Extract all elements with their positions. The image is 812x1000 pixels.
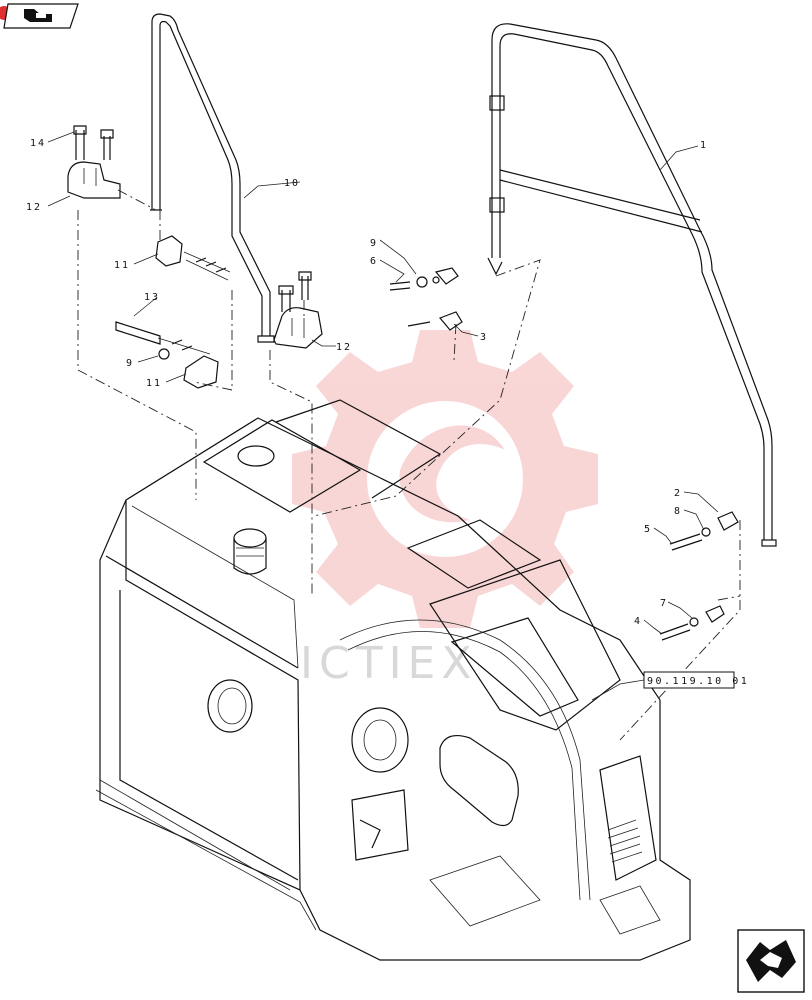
callout-9a: 9	[370, 238, 378, 249]
next-nav-button[interactable]	[737, 929, 805, 993]
callout-5: 5	[644, 524, 652, 535]
callout-11a: 11	[114, 260, 130, 271]
callout-12b: 12	[336, 342, 352, 353]
reference-link-text: 90.119.10 01	[647, 676, 749, 687]
callout-12a: 12	[26, 202, 42, 213]
callout-2: 2	[674, 488, 682, 499]
clamp-lower	[115, 321, 219, 389]
leader-lines	[47, 131, 719, 701]
callouts: 1 2 8 5 7 4 3 9 6 10 14 12 11 13 12 9 11	[26, 138, 708, 627]
callout-10: 10	[284, 178, 300, 189]
callout-9b: 9	[126, 358, 134, 369]
callout-3: 3	[480, 332, 488, 343]
rail-clip-3	[389, 267, 463, 331]
reference-link-box[interactable]: 90.119.10 01	[643, 671, 749, 689]
mount-bracket-lower	[273, 271, 323, 349]
rail-clip-2	[659, 511, 739, 641]
watermark-text: ICTIEX	[300, 638, 478, 689]
callout-1: 1	[700, 140, 708, 151]
right-handrail	[487, 23, 777, 547]
mount-bracket-upper	[67, 125, 121, 199]
next-arrow-icon	[746, 940, 796, 982]
callout-11b: 11	[146, 378, 162, 389]
back-arrow-icon	[24, 9, 52, 22]
callout-7: 7	[660, 598, 668, 609]
back-nav-button[interactable]	[0, 3, 79, 29]
callout-13: 13	[144, 292, 160, 303]
callout-8: 8	[674, 506, 682, 517]
callout-14: 14	[30, 138, 46, 149]
callout-6: 6	[370, 256, 378, 267]
clamp-upper	[155, 235, 231, 281]
left-handrail	[150, 13, 275, 343]
watermark	[292, 330, 598, 628]
callout-4: 4	[634, 616, 642, 627]
machine-body	[95, 399, 691, 961]
